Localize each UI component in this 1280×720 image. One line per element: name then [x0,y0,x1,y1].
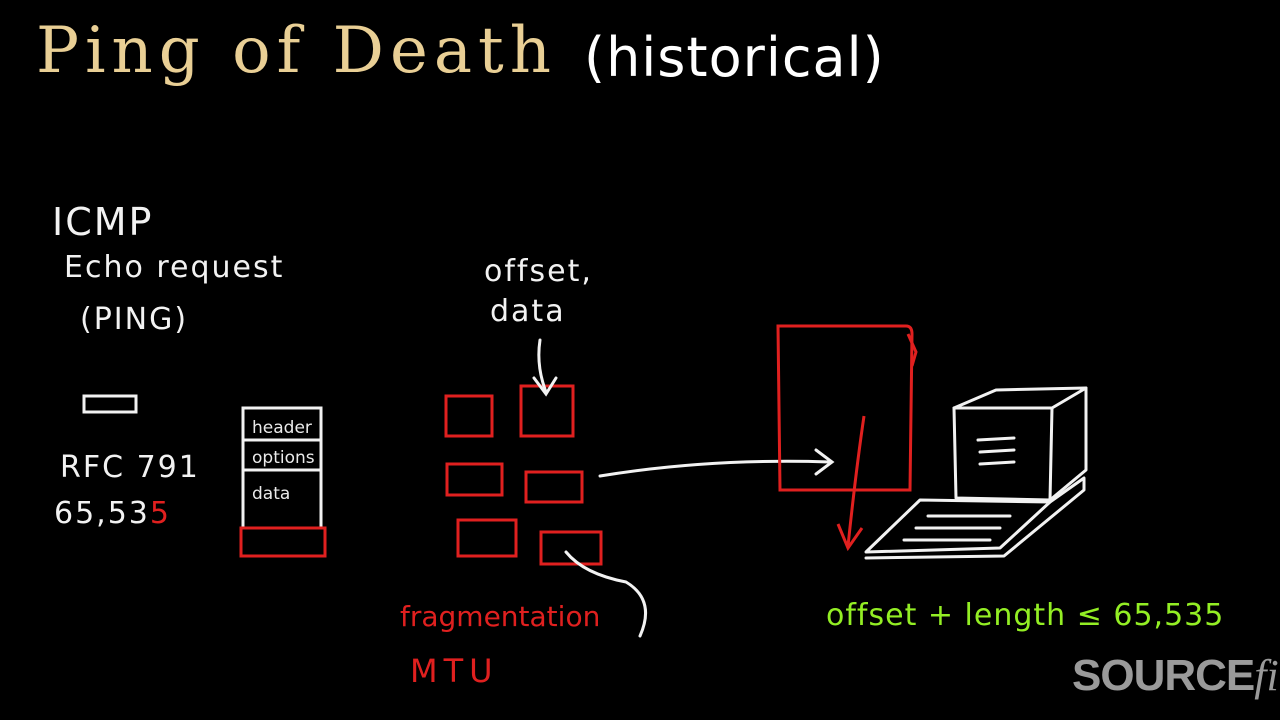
keyboard [866,500,1050,552]
screen-line [978,438,1014,440]
fragments [446,386,601,564]
monitor-top [954,388,1086,408]
reassembly-arrow [600,450,832,476]
fragment-box [458,520,516,556]
computer-icon [866,388,1086,558]
monitor-front [954,408,1052,500]
reassembly-buffer [778,326,916,548]
fragment-box [447,464,502,495]
packet-stack-outline [243,408,321,528]
oversize-extension [241,528,325,556]
screen-line [980,462,1014,464]
small-packet-icon [84,396,136,412]
buffer-box [778,326,912,490]
fragment-box [526,472,582,502]
overflow-arrow-shaft [848,416,864,546]
fragmentation-pointer [566,552,646,636]
screen-line [980,450,1014,452]
fragment-box [446,396,492,436]
packet-stack [241,408,325,556]
